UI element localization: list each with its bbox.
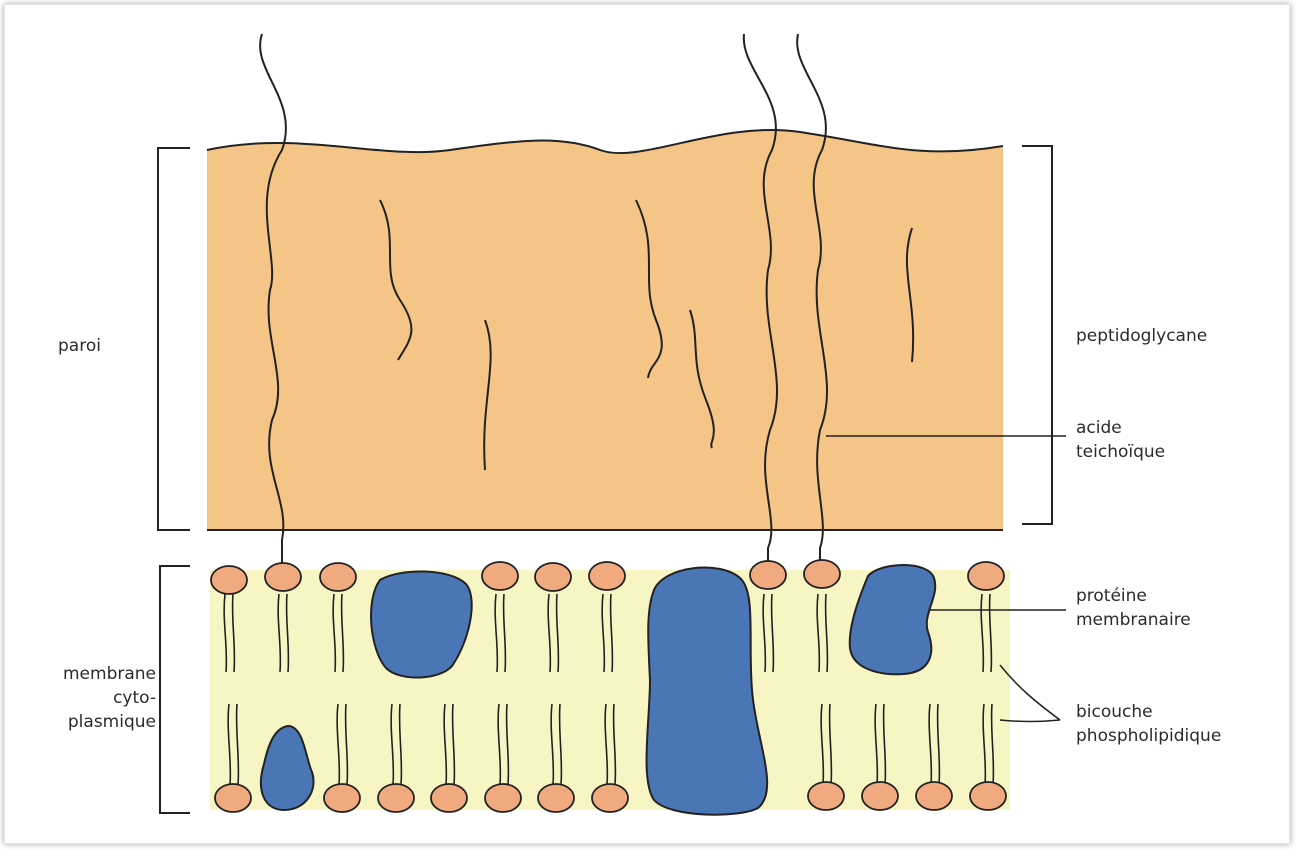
peptidoglycane-bracket: [1022, 146, 1052, 524]
label-proteine-line-2: membranaire: [1076, 608, 1191, 632]
label-membrane-line-3: plasmique: [30, 710, 156, 734]
label-paroi: paroi: [58, 334, 101, 358]
paroi-bracket: [158, 148, 190, 530]
cell-wall: [207, 130, 1003, 530]
label-proteine-line-1: protéine: [1076, 584, 1191, 608]
label-membrane-line-2: cyto-: [30, 686, 156, 710]
label-acide-line-1: acide: [1076, 416, 1165, 440]
label-membrane-cytoplasmique: membrane cyto- plasmique: [30, 662, 156, 734]
label-bicouche-line-2: phospholipidique: [1076, 724, 1221, 748]
label-bicouche-phospholipidique: bicouche phospholipidique: [1076, 700, 1221, 748]
lower-leaflet-heads: [215, 782, 1006, 812]
label-membrane-line-1: membrane: [30, 662, 156, 686]
membrane-bracket: [160, 566, 190, 813]
label-acide-line-2: teichoïque: [1076, 440, 1165, 464]
label-bicouche-line-1: bicouche: [1076, 700, 1221, 724]
bicouche-leader-b: [1000, 720, 1060, 722]
label-peptidoglycane: peptidoglycane: [1076, 324, 1207, 348]
label-proteine-membranaire: protéine membranaire: [1076, 584, 1191, 632]
protein-transmembrane: [647, 568, 768, 815]
label-acide-teichoique: acide teichoïque: [1076, 416, 1165, 464]
